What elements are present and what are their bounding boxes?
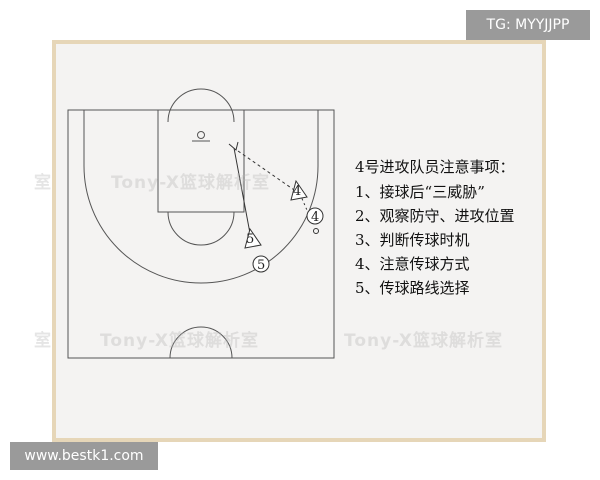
free-throw-circle-bottom [167,211,235,246]
offense-player-5: 5 [252,255,270,273]
defender-path-line [233,147,253,245]
offense-notes: 4号进攻队员注意事项： 1、接球后“三威胁” 2、观察防守、进攻位置 3、判断传… [355,155,515,300]
ball [313,228,319,234]
svg-text:4: 4 [311,210,319,225]
pass-line [237,150,301,195]
notes-item: 5、传球路线选择 [355,279,470,297]
center-circle [169,326,233,359]
defender-arrow [228,141,239,151]
watermark-2: Tony-X篮球解析室 [100,331,259,351]
svg-text:5: 5 [257,258,265,273]
paint-lane [157,109,245,213]
three-point-line [83,110,319,284]
notes-item: 4、注意传球方式 [355,255,470,273]
free-throw-circle-top [167,88,235,123]
watermark-1: Tony-X篮球解析室 [111,173,270,193]
notes-item: 1、接球后“三威胁” [355,183,485,201]
defender-marker-5: 5 [244,227,262,249]
tg-badge: TG: MYYJJPP [466,10,590,40]
site-url-badge[interactable]: www.bestk1.com [10,442,158,470]
watermark-3: Tony-X篮球解析室 [344,331,503,351]
defender-path-line-2 [299,193,314,225]
court-boundary [67,109,335,359]
svg-text:5: 5 [246,232,254,247]
rim [197,131,205,139]
watermark-edge-left-2: 室 [34,331,52,351]
notes-item: 3、判断传球时机 [355,231,470,249]
diagram-frame [52,40,546,442]
notes-title: 4号进攻队员注意事项： [355,158,515,176]
notes-item: 2、观察防守、进攻位置 [355,207,515,225]
defender-marker-4: 4 [290,179,308,201]
svg-text:4: 4 [293,184,301,199]
watermark-edge-left: 室 [34,173,52,193]
offense-player-4: 4 [306,207,324,234]
